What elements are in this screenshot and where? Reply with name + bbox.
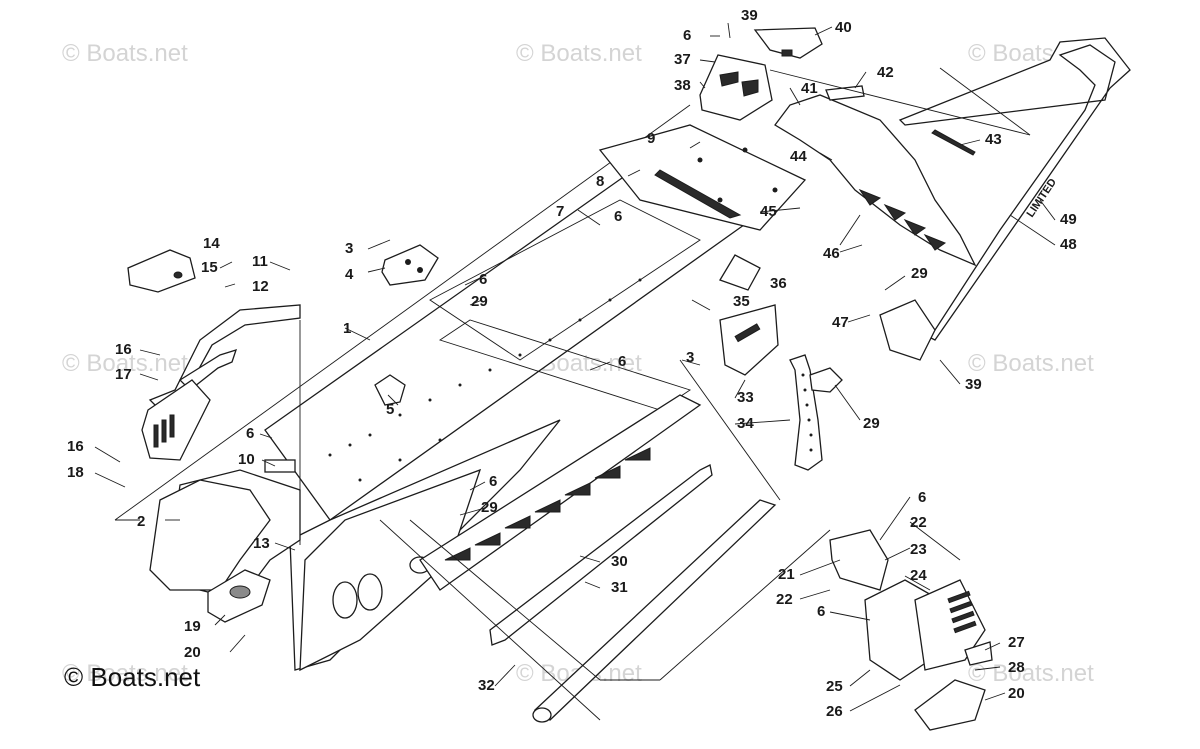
decal-42	[825, 85, 865, 101]
watermark: © Boats.net	[516, 40, 642, 67]
callout-8: 8	[596, 173, 604, 190]
callout-6c: 6	[479, 271, 487, 288]
bracket-33	[719, 304, 779, 376]
callout-42: 42	[877, 64, 894, 81]
callout-30: 30	[611, 553, 628, 570]
cap-19	[207, 569, 271, 623]
callout-18: 18	[67, 464, 84, 481]
end-cap-40	[753, 27, 823, 59]
callout-20b: 20	[1008, 685, 1025, 702]
callout-29b: 29	[911, 265, 928, 282]
callout-25: 25	[826, 678, 843, 695]
callout-14: 14	[203, 235, 220, 252]
callout-6a: 6	[683, 27, 691, 44]
callout-26: 26	[826, 703, 843, 720]
bracket-47	[879, 299, 936, 361]
callout-40: 40	[835, 19, 852, 36]
tube-31	[532, 499, 777, 723]
callout-48: 48	[1060, 236, 1077, 253]
callout-29c: 29	[863, 415, 880, 432]
callout-9: 9	[647, 130, 655, 147]
callout-44: 44	[790, 148, 807, 165]
callout-labels: 1 2 3 3 4 5 6 6 6 6 6 6 6 6 7 8 9 10 11 …	[67, 7, 1077, 720]
copyright-notice: © Boats.net	[64, 662, 201, 692]
bracket-10	[264, 459, 296, 473]
piece-27	[964, 641, 993, 666]
watermark: © Boats.net	[62, 660, 188, 687]
callout-45: 45	[760, 203, 777, 220]
callout-17: 17	[115, 366, 132, 383]
callout-24: 24	[910, 567, 927, 584]
callout-5: 5	[386, 401, 394, 418]
callout-49: 49	[1060, 211, 1077, 228]
rail-30	[489, 464, 713, 646]
block-4	[381, 244, 439, 286]
piece-36	[719, 254, 761, 291]
watermark: © Boats.net	[62, 350, 188, 377]
callout-6d: 6	[618, 353, 626, 370]
callout-43: 43	[985, 131, 1002, 148]
callout-39b: 39	[965, 376, 982, 393]
callout-1: 1	[343, 320, 351, 337]
plate-5	[374, 374, 406, 406]
cover-14	[127, 249, 196, 293]
callout-3: 3	[345, 240, 353, 257]
callout-38: 38	[674, 77, 691, 94]
callout-7: 7	[556, 203, 564, 220]
callout-16b: 16	[67, 438, 84, 455]
callout-23: 23	[910, 541, 927, 558]
callout-46: 46	[823, 245, 840, 262]
callout-19: 19	[184, 618, 201, 635]
callout-29d: 29	[481, 499, 498, 516]
callout-6e: 6	[246, 425, 254, 442]
callout-41: 41	[801, 80, 818, 97]
watermark: © Boats.net	[968, 660, 1094, 687]
cap-right-20	[914, 679, 986, 731]
callout-6f: 6	[489, 473, 497, 490]
callout-35: 35	[733, 293, 750, 310]
callout-22b: 22	[776, 591, 793, 608]
side-guard-group	[829, 529, 993, 731]
callout-2: 2	[137, 513, 145, 530]
callout-6h: 6	[817, 603, 825, 620]
tunnel-assembly	[114, 104, 807, 672]
watermark: © Boats.net	[968, 350, 1094, 377]
callout-3b: 3	[686, 349, 694, 366]
strap-34	[789, 354, 823, 471]
callout-13: 13	[253, 535, 270, 552]
callout-4: 4	[345, 266, 354, 283]
callout-6g: 6	[918, 489, 926, 506]
callout-10: 10	[238, 451, 255, 468]
guard-17	[141, 379, 211, 461]
callout-6b: 6	[614, 208, 622, 225]
callout-11: 11	[252, 253, 268, 270]
callout-33: 33	[737, 389, 754, 406]
callout-21: 21	[778, 566, 795, 583]
callout-37: 37	[674, 51, 691, 68]
callout-22a: 22	[910, 514, 927, 531]
callout-29a: 29	[471, 293, 488, 310]
callout-31: 31	[611, 579, 628, 596]
leader-lines	[94, 22, 1056, 721]
watermark: © Boats.net	[62, 40, 188, 67]
callout-34: 34	[737, 415, 754, 432]
callout-15: 15	[201, 259, 218, 276]
grab-bar-48: LIMITED	[898, 37, 1131, 341]
callout-32: 32	[478, 677, 495, 694]
callout-47: 47	[832, 314, 849, 331]
callout-36: 36	[770, 275, 787, 292]
callout-20a: 20	[184, 644, 201, 661]
bulkhead-part-2	[149, 479, 271, 591]
callout-39a: 39	[741, 7, 758, 24]
hitch-block-38	[699, 54, 773, 121]
callout-12: 12	[252, 278, 269, 295]
callout-16a: 16	[115, 341, 132, 358]
callout-27: 27	[1008, 634, 1025, 651]
callout-28: 28	[1008, 659, 1025, 676]
